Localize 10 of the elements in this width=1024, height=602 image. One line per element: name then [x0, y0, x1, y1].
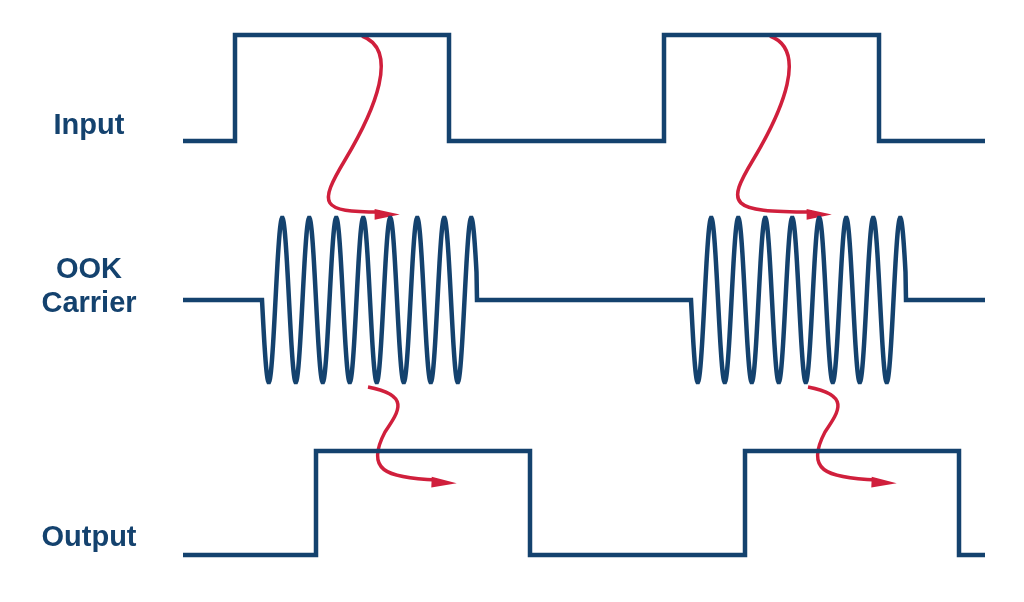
- waveform-drawing: [181, 449, 987, 557]
- waveform-drawing: [181, 33, 987, 143]
- signal-label: OOK Carrier: [40, 251, 138, 319]
- arrow: [736, 34, 832, 220]
- arrow: [367, 385, 457, 488]
- arrow: [807, 385, 897, 488]
- arrow: [326, 34, 400, 220]
- waveform-drawing: [181, 216, 987, 385]
- signal-label: Input: [52, 107, 126, 141]
- signal-label: Output: [40, 519, 138, 553]
